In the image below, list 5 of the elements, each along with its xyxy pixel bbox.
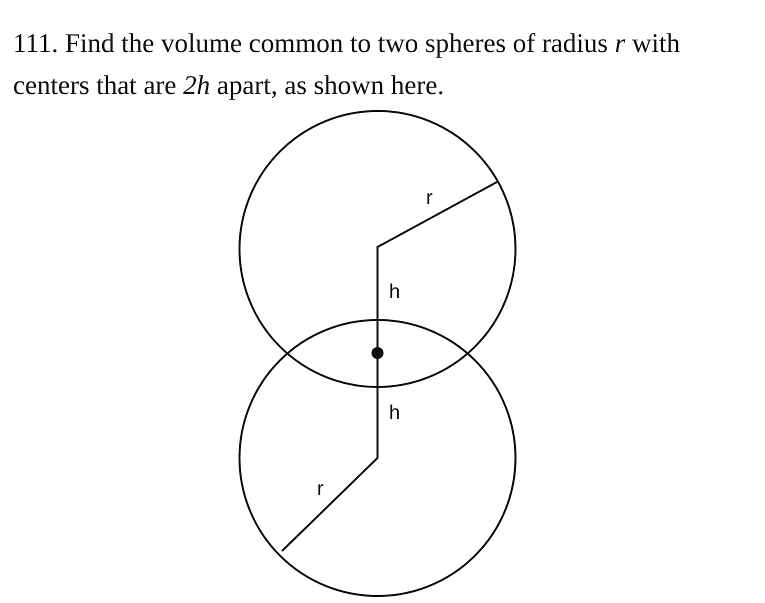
radius-label: r (426, 187, 433, 209)
problem-text: 111. Find the volume common to two spheres of radius r with centers that are 2h apart, as shown here. (13, 27, 681, 102)
radius-label: r (317, 478, 324, 500)
distance-label: h (389, 281, 400, 303)
distance-label: h (389, 402, 400, 424)
